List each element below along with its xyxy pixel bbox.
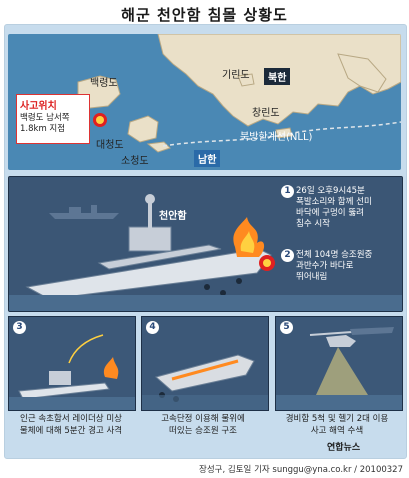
step-3-caption-line1: 인근 속초함서 레이더상 미상	[20, 414, 122, 424]
step-5-caption-line1: 경비함 5척 및 헬기 2대 이용	[285, 414, 389, 424]
ship-name: 천안함	[159, 211, 187, 222]
accident-line2: 1.8km 지점	[20, 124, 66, 134]
step-2-line2: 과반수가 바다로	[296, 261, 354, 271]
step-5-caption: 경비함 5척 및 헬기 2대 이용 사고 해역 수색	[272, 413, 402, 437]
step-4-caption: 고속단정 이용해 물위에 떠있는 승조원 구조	[138, 413, 268, 437]
step-2-line1: 전체 104명 승조원중	[296, 250, 373, 260]
step-1-line3: 바닥에 구멍이 뚫려	[296, 208, 364, 218]
step-1-line4: 침수 시작	[296, 219, 330, 229]
nll-label: 북방한계선(NLL)	[240, 132, 313, 143]
nll-line	[162, 121, 401, 147]
page-title: 해군 천안함 침몰 상황도	[121, 6, 288, 24]
ship-superstructure	[128, 226, 172, 252]
ship-panel: 천안함 1 26일 오후9시45분 폭발소리와 함께 선미 바닥에 구멍이 뚫려…	[8, 176, 403, 312]
socheong-label: 소청도	[121, 156, 149, 167]
step-1-number: 1	[281, 185, 294, 198]
panel-4: 4	[141, 316, 269, 411]
ship-mast	[148, 197, 152, 229]
step-1-line2: 폭발소리와 함께 선미	[296, 197, 372, 207]
step-5-number: 5	[280, 321, 293, 334]
step-3-caption-line2: 물체에 대해 5분간 경고 사격	[19, 426, 123, 436]
helicopter-search-illustration	[276, 327, 402, 410]
explosion-marker	[93, 113, 107, 127]
ship-illustration	[9, 177, 402, 311]
fire-graphic	[233, 217, 265, 257]
credit-line: 장성구, 김토일 기자 sunggu@yna.co.kr / 20100327	[199, 465, 403, 475]
rescue-boat-illustration	[142, 354, 268, 410]
baengnyeong-label: 백령도	[90, 78, 118, 89]
daecheong-island	[127, 115, 159, 143]
step-2-number: 2	[281, 249, 294, 262]
step-2: 2 전체 104명 승조원중 과반수가 바다로 뛰어내림	[281, 249, 401, 283]
north-korea-peninsula	[337, 53, 387, 93]
accident-title: 사고위치	[20, 101, 57, 112]
situation-map: 백령도 대청도 소청도 기린도 창린도 북한 남한 북방한계선(NLL) 사고위…	[8, 34, 401, 170]
changrin-label: 창린도	[252, 108, 280, 119]
daecheong-label: 대청도	[96, 140, 124, 151]
accident-line1: 백령도 남서쪽	[20, 113, 70, 123]
step-4-number: 4	[146, 321, 159, 334]
panel-3: 3	[8, 316, 136, 411]
socheong-island	[146, 141, 171, 153]
step-3-number: 3	[13, 321, 26, 334]
girin-island	[237, 73, 255, 87]
step-1: 1 26일 오후9시45분 폭발소리와 함께 선미 바닥에 구멍이 뚫려 침수 …	[281, 185, 401, 230]
step-4-caption-line1: 고속단정 이용해 물위에	[161, 414, 245, 424]
ship-radar	[145, 194, 155, 204]
warning-fire-illustration	[9, 334, 135, 410]
crew-in-water	[204, 278, 242, 296]
step-3-caption: 인근 속초함서 레이더상 미상 물체에 대해 5분간 경고 사격	[6, 413, 136, 437]
distant-ship	[49, 205, 119, 219]
girin-label: 기린도	[222, 70, 250, 81]
logo: 연합뉴스	[327, 443, 361, 453]
north-korea-badge: 북한	[264, 68, 291, 85]
step-5-caption-line2: 사고 해역 수색	[310, 426, 364, 436]
panel-5: 5	[275, 316, 403, 411]
step-2-line3: 뛰어내림	[296, 272, 328, 282]
south-korea-badge: 남한	[194, 150, 221, 167]
ship-deck	[97, 244, 222, 270]
accident-callout: 사고위치 백령도 남서쪽 1.8km 지점	[16, 94, 90, 144]
step-1-line1: 26일 오후9시45분	[296, 186, 365, 196]
step-4-caption-line2: 떠있는 승조원 구조	[169, 426, 237, 436]
